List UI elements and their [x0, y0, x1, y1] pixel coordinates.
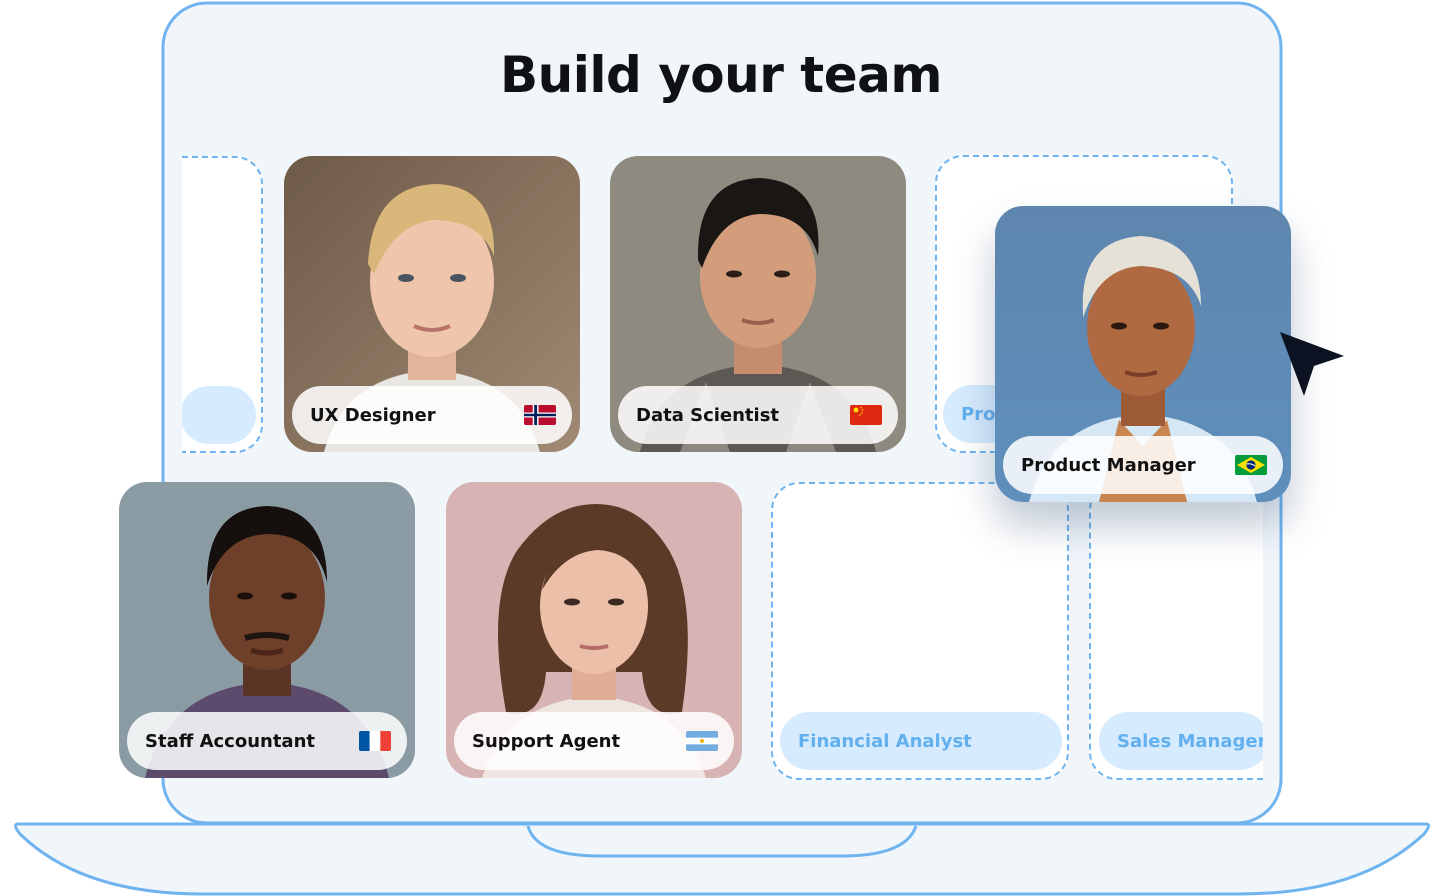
role-name: Data Scientist: [636, 404, 780, 426]
empty-slot-left[interactable]: [182, 156, 263, 453]
card-label: Support Agent: [454, 712, 734, 770]
argentina-flag-icon: [686, 731, 718, 751]
card-label: Data Scientist: [618, 386, 898, 444]
role-name: Product Manager: [1021, 454, 1196, 476]
slot-label: [182, 386, 256, 444]
france-flag-icon: [359, 731, 391, 751]
empty-slot-sales-manager[interactable]: Sales Manager: [1089, 482, 1263, 780]
role-name: Support Agent: [472, 730, 621, 752]
role-name: Staff Accountant: [145, 730, 315, 752]
candidate-card-product-manager[interactable]: Product Manager: [995, 206, 1291, 502]
empty-slot-financial-analyst[interactable]: Financial Analyst: [771, 482, 1069, 780]
page-title: Build your team: [500, 46, 942, 104]
norway-flag-icon: [524, 405, 556, 425]
card-label: UX Designer: [292, 386, 572, 444]
role-name: UX Designer: [310, 404, 436, 426]
slot-label: Sales Manager: [1099, 712, 1263, 770]
china-flag-icon: [850, 405, 882, 425]
candidate-card-support-agent[interactable]: Support Agent: [446, 482, 742, 778]
card-label: Product Manager: [1003, 436, 1283, 494]
mouse-cursor-icon: [1280, 332, 1344, 396]
candidate-card-staff-accountant[interactable]: Staff Accountant: [119, 482, 415, 778]
candidate-card-data-scientist[interactable]: Data Scientist: [610, 156, 906, 452]
card-label: Staff Accountant: [127, 712, 407, 770]
slot-label: Financial Analyst: [780, 712, 1062, 770]
candidate-card-ux-designer[interactable]: UX Designer: [284, 156, 580, 452]
brazil-flag-icon: [1235, 455, 1267, 475]
